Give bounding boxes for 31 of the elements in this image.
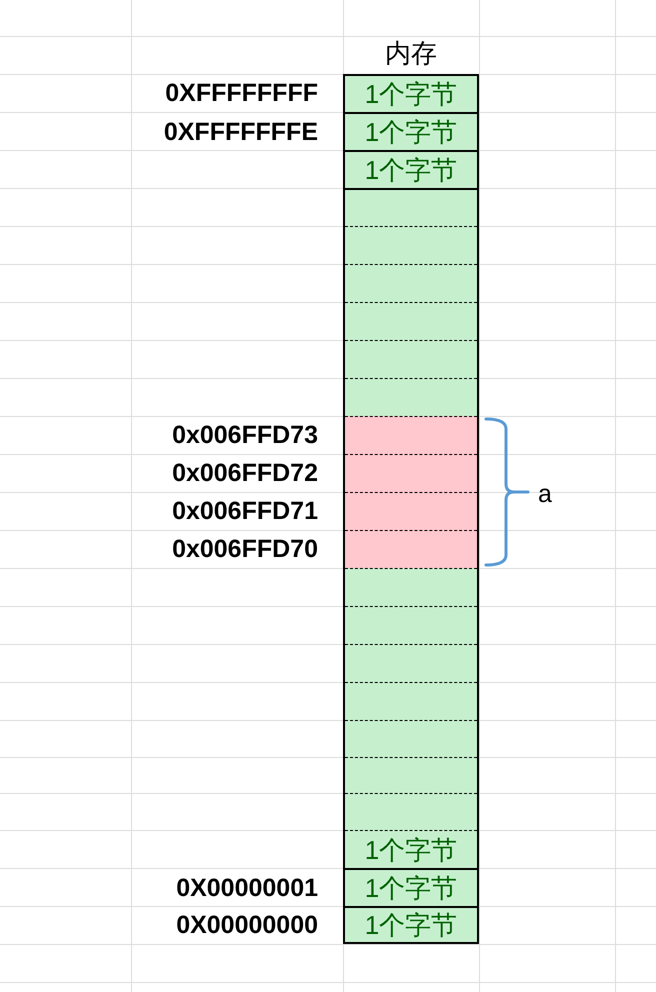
memory-cell [345,606,477,644]
address-label: 0XFFFFFFFE [164,117,318,147]
memory-cell [345,568,477,606]
memory-cell [345,378,477,416]
column-heading: 内存 [385,38,437,68]
memory-cell [345,340,477,378]
address-label: 0x006FFD72 [172,458,318,488]
memory-cell [345,720,477,757]
memory-cell [345,682,477,720]
byte-label: 1个字节 [364,79,458,109]
address-label: 0x006FFD70 [172,534,318,564]
address-label: 0X00000001 [176,873,318,903]
address-label: 0XFFFFFFFF [165,78,318,108]
memory-cell [345,644,477,682]
byte-label: 1个字节 [364,910,458,940]
byte-label: 1个字节 [364,873,458,903]
memory-cell [345,264,477,302]
memory-cell [345,226,477,264]
byte-label: 1个字节 [364,834,458,864]
memory-cell [345,793,477,830]
byte-label: 1个字节 [364,155,458,185]
memory-cell [345,188,477,226]
address-label: 0x006FFD71 [172,496,318,526]
address-label: 0x006FFD73 [172,420,318,450]
byte-label: 1个字节 [364,117,458,147]
memory-cell [345,150,477,188]
variable-label: a [538,479,552,509]
address-label: 0X00000000 [176,910,318,940]
memory-cell [345,830,477,868]
memory-cell [345,757,477,793]
memory-cell [345,302,477,340]
